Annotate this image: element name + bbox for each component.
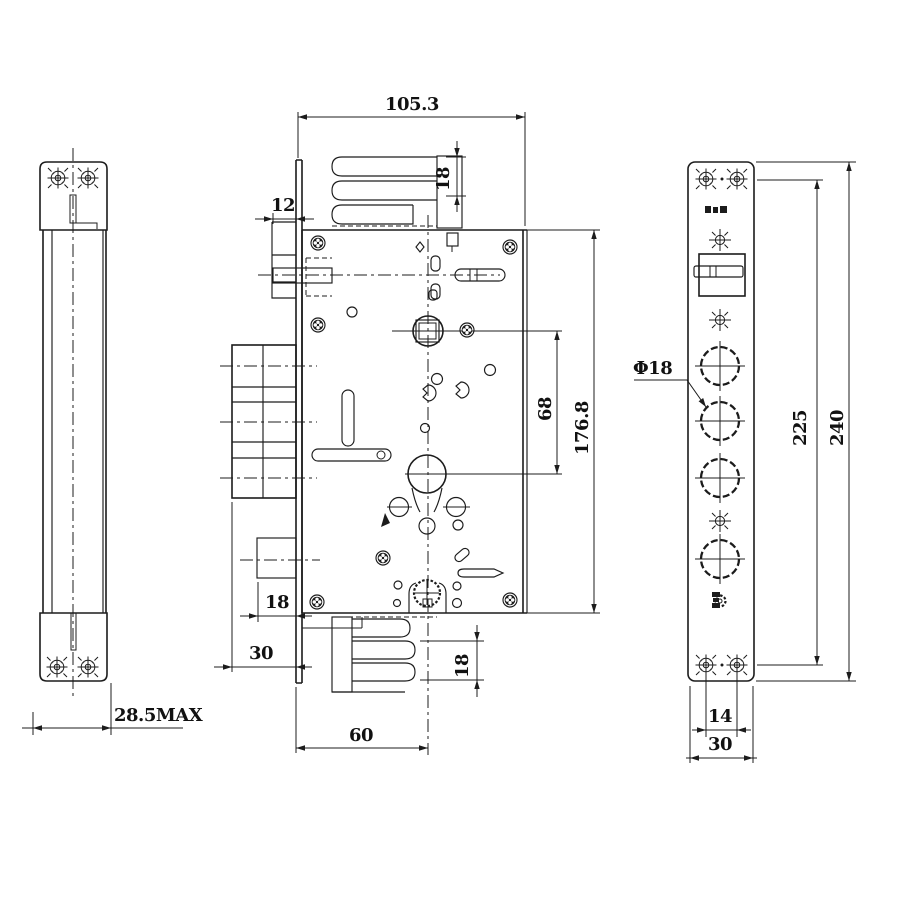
dim-label: 240 <box>827 410 848 446</box>
dim-label: 68 <box>535 397 556 421</box>
dim-label: 14 <box>708 706 732 727</box>
pointed-bar <box>457 568 505 578</box>
dim-aux-bolt-throw: 18 <box>240 582 312 622</box>
pin-hole <box>452 519 464 531</box>
slot <box>428 289 438 301</box>
dim-deadbolt-throw: 30 <box>214 502 312 672</box>
top-latch-comb <box>331 155 463 229</box>
dim-label: 176.8 <box>572 401 593 455</box>
dim-bottom-latch-height: 18 <box>420 625 484 697</box>
screw-icon <box>502 239 518 255</box>
faceplate-view: Φ18 225 240 14 30 <box>633 161 856 763</box>
side-top-tab <box>69 194 98 229</box>
side-bottom-tab <box>70 612 77 651</box>
dim-label: 105.3 <box>385 94 439 115</box>
spindle-hub <box>412 315 444 347</box>
cylinder-hole <box>381 454 470 535</box>
dim-backset: 60 <box>295 687 428 753</box>
screw-icon <box>310 235 326 251</box>
screw-icon <box>310 317 326 333</box>
slide-bar <box>311 448 392 462</box>
dim-label: 18 <box>433 167 454 191</box>
side-plate-top-block <box>39 161 108 231</box>
dim-label: 60 <box>349 725 373 746</box>
dim-label: 30 <box>708 734 732 755</box>
center-dot <box>720 663 724 667</box>
bottom-pin-cylinder <box>408 578 447 613</box>
knurled-pin <box>713 594 727 608</box>
stop-block <box>446 232 459 247</box>
cam-wedge <box>422 384 437 402</box>
dim-label: 18 <box>265 592 289 613</box>
dim-label: 225 <box>790 410 811 446</box>
pin-hole <box>392 598 402 608</box>
crosshair-icon <box>708 308 732 332</box>
pin-hole <box>430 372 444 386</box>
latch-window <box>693 253 746 297</box>
screw-icon <box>46 656 68 678</box>
dim-plate-height: 240 <box>756 161 856 682</box>
latch-bolt <box>271 221 333 299</box>
dim-max-thickness: 28.5MAX <box>22 683 203 735</box>
side-case-inner-lines <box>51 230 104 613</box>
diamond-pin <box>415 241 425 253</box>
dim-body-height: 176.8 <box>523 229 600 614</box>
screw-icon <box>77 656 99 678</box>
pin-hole <box>419 422 431 434</box>
screw-icon <box>459 322 475 338</box>
bottom-latch-comb <box>302 616 437 693</box>
aux-bolt <box>240 537 320 579</box>
crosshair-icon <box>708 509 732 533</box>
dim-hole-diameter: Φ18 <box>633 358 707 408</box>
center-dot <box>720 177 724 181</box>
pin-hole <box>393 580 403 590</box>
screw-icon <box>309 594 325 610</box>
lock-body-view: 105.3 12 18 68 176.8 18 3 <box>214 94 600 755</box>
screw-icon <box>695 168 717 190</box>
slot <box>430 283 441 300</box>
pin-hole <box>452 581 462 591</box>
pin-hole <box>346 306 358 318</box>
cam-wedge <box>455 381 470 399</box>
dim-label: 12 <box>271 195 295 216</box>
dim-plate-width: 30 <box>686 686 757 763</box>
dim-top-latch-height: 18 <box>433 141 466 212</box>
lever-slot <box>341 389 355 447</box>
side-case-outline <box>42 230 107 613</box>
screw-icon <box>502 592 518 608</box>
screw-icon <box>726 168 748 190</box>
dim-label: 18 <box>452 654 473 678</box>
dim-screw-hole-spacing: 225 <box>757 179 823 666</box>
side-view: 28.5MAX <box>22 148 203 735</box>
crosshair-icon <box>708 228 732 252</box>
pin-hole <box>483 363 497 377</box>
faceplate-outline <box>687 161 755 682</box>
dim-screw-pair-gap: 14 <box>692 672 751 737</box>
dim-label: Φ18 <box>633 358 672 379</box>
dim-center-distance: 68 <box>535 331 560 474</box>
faceplate-holes <box>695 341 745 608</box>
brand-mark-bottom-icon <box>712 592 720 608</box>
dim-label: 30 <box>249 643 273 664</box>
screw-icon <box>47 167 69 189</box>
screw-icon <box>77 167 99 189</box>
deadbolt-stack <box>220 344 317 499</box>
spring-rivet-bar <box>454 268 506 282</box>
tilted-slot <box>454 547 470 563</box>
dim-label: 28.5MAX <box>114 705 203 726</box>
slot <box>430 255 441 272</box>
brand-mark-top-icon <box>705 206 727 213</box>
side-plate-bottom-block <box>39 612 108 682</box>
dim-latch-throw: 12 <box>255 195 314 224</box>
pin-hole <box>451 597 463 609</box>
lock-case-outline <box>301 229 527 614</box>
dim-overall-width: 105.3 <box>297 94 526 226</box>
screw-icon <box>375 550 391 566</box>
